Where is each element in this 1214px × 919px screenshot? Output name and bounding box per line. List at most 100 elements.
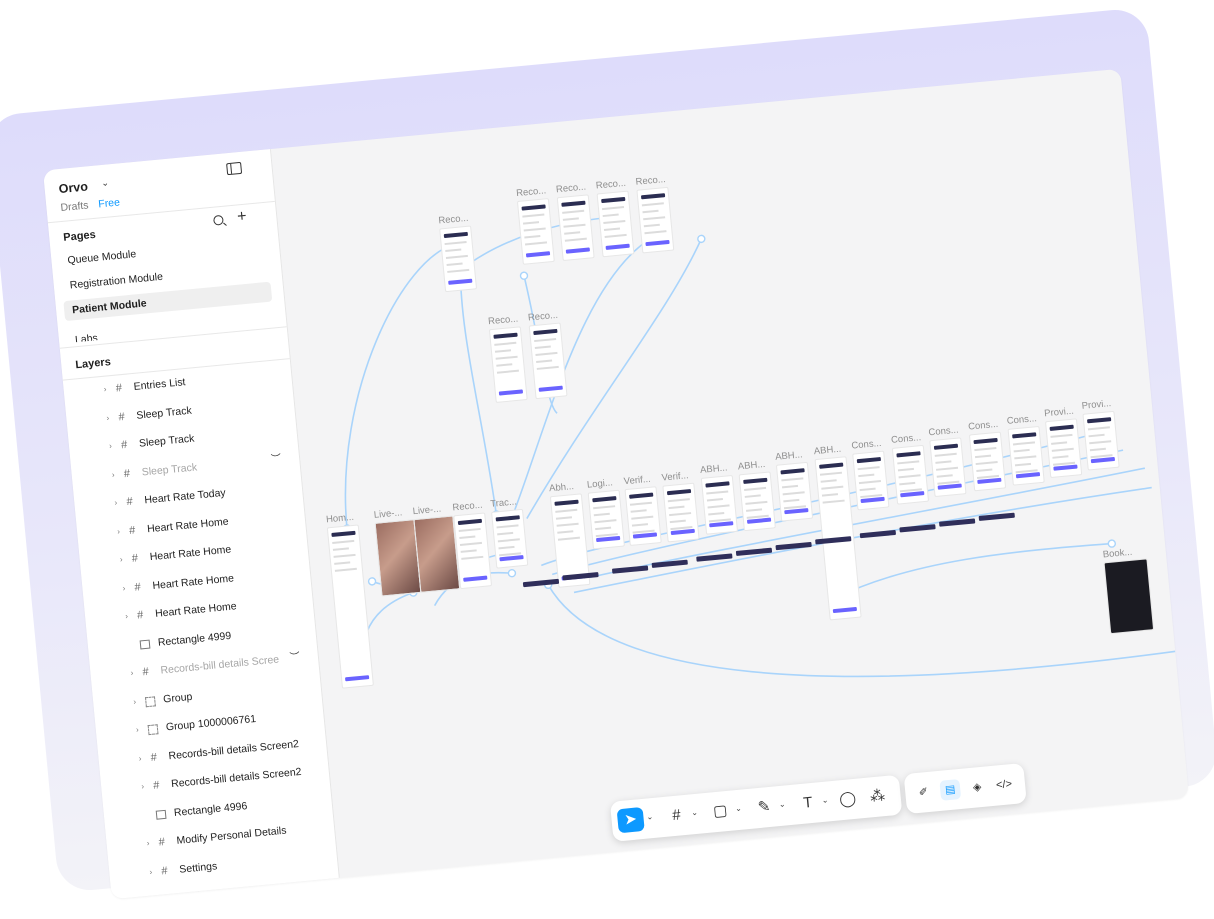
shape-tool-button[interactable]: ▢ — [706, 798, 734, 824]
prototype-mode-button[interactable]: ◈ — [966, 776, 988, 798]
screen-line — [534, 337, 557, 343]
screen-line — [859, 487, 876, 492]
chevron-right-icon[interactable]: › — [148, 866, 153, 877]
screen-frame[interactable] — [1103, 558, 1155, 635]
drafts-link[interactable]: Drafts — [60, 199, 90, 215]
frame-tool-button[interactable]: # — [662, 803, 690, 829]
screen-line — [497, 531, 514, 536]
layer-name: Rectangle 4999 — [157, 629, 232, 649]
screen-frame[interactable] — [738, 471, 776, 532]
connector-line[interactable] — [364, 591, 417, 633]
screen-frame[interactable] — [587, 489, 625, 550]
chevron-down-icon[interactable]: ⌄ — [821, 795, 829, 806]
connector-node[interactable] — [507, 568, 517, 578]
chevron-down-icon[interactable]: ⌄ — [100, 177, 110, 189]
chevron-right-icon[interactable]: › — [146, 838, 150, 848]
screen-line — [557, 536, 580, 541]
screen-header — [743, 477, 768, 484]
screen-frame[interactable] — [852, 450, 890, 511]
layer-name: Records-bill details Screen2 — [170, 765, 302, 791]
connector-line[interactable] — [502, 238, 726, 519]
screen-frame[interactable] — [1045, 418, 1083, 479]
chevron-right-icon[interactable]: › — [138, 753, 142, 763]
screen-frame[interactable] — [596, 190, 635, 258]
draw-mode-button[interactable]: ✐ — [912, 782, 934, 804]
screen-frame[interactable] — [700, 474, 739, 535]
screen-frame[interactable] — [929, 437, 967, 498]
screen-frame[interactable] — [891, 444, 930, 505]
chevron-right-icon[interactable]: › — [116, 526, 121, 536]
screen-frame[interactable] — [968, 431, 1007, 492]
chevron-down-icon[interactable]: ⌄ — [778, 799, 786, 810]
screen-line — [333, 553, 356, 558]
screen-frame[interactable] — [439, 225, 478, 293]
screen-line — [745, 500, 768, 505]
connector-line[interactable] — [547, 526, 1183, 712]
screen-line — [858, 473, 875, 478]
screen-frame[interactable] — [516, 198, 555, 265]
connector-node[interactable] — [1107, 539, 1117, 548]
chevron-right-icon[interactable]: › — [135, 725, 140, 735]
comment-tool-button[interactable]: ◯ — [834, 786, 862, 812]
screen-line — [496, 369, 519, 374]
chevron-right-icon[interactable]: › — [111, 469, 115, 479]
screen-header — [521, 204, 546, 211]
chevron-right-icon[interactable]: › — [108, 441, 113, 451]
design-mode-button[interactable]: ▤ — [939, 779, 962, 801]
sidebar-toggle-icon[interactable] — [226, 161, 243, 176]
screen-frame[interactable] — [491, 508, 529, 569]
connector-line[interactable] — [833, 542, 1114, 599]
screen-line — [821, 485, 844, 490]
screen-line — [1052, 455, 1069, 459]
chevron-right-icon[interactable]: › — [130, 668, 134, 678]
chevron-right-icon[interactable]: › — [119, 554, 123, 565]
text-tool-button[interactable]: T — [794, 790, 822, 816]
eye-closed-icon[interactable]: ︶ — [289, 651, 300, 664]
add-page-icon[interactable]: + — [236, 207, 248, 226]
chevron-right-icon[interactable]: › — [140, 781, 145, 791]
screen-line — [974, 447, 997, 452]
screen-frame[interactable] — [1082, 410, 1120, 471]
chevron-down-icon[interactable]: ⌄ — [690, 807, 699, 818]
connector-node[interactable] — [519, 271, 529, 280]
screen-frame[interactable] — [528, 322, 568, 400]
pen-tool-button[interactable]: ✎ — [750, 794, 778, 820]
screen-line — [460, 549, 477, 553]
connector-line[interactable] — [321, 243, 481, 529]
chevron-right-icon[interactable]: › — [124, 611, 129, 621]
chevron-right-icon[interactable]: › — [103, 384, 107, 394]
screen-button — [645, 239, 670, 247]
screen-frame[interactable] — [413, 515, 461, 593]
chevron-down-icon[interactable]: ⌄ — [646, 811, 654, 822]
connector-node[interactable] — [367, 577, 377, 586]
screen-frame[interactable] — [636, 186, 675, 254]
chevron-right-icon[interactable]: › — [114, 498, 118, 508]
chevron-down-icon[interactable]: ⌄ — [734, 803, 743, 814]
chevron-right-icon[interactable]: › — [106, 412, 110, 423]
connector-line[interactable] — [458, 261, 498, 516]
chevron-right-icon[interactable]: › — [151, 891, 156, 899]
connector-node[interactable] — [697, 234, 706, 244]
chevron-right-icon[interactable]: › — [122, 583, 126, 593]
screen-frame[interactable] — [624, 486, 662, 546]
screen-frame[interactable] — [488, 326, 528, 403]
screen-frame[interactable] — [453, 512, 493, 590]
dev-mode-button[interactable]: </> — [993, 774, 1015, 796]
actions-tool-button[interactable]: ⁂ — [864, 784, 892, 810]
screen-header — [780, 468, 805, 475]
search-icon[interactable] — [212, 214, 224, 226]
design-canvas[interactable]: Reco...Reco...Reco...Reco...Reco...Reco.… — [271, 69, 1189, 878]
rectangle-icon — [155, 809, 167, 820]
screen-frame[interactable] — [1007, 425, 1045, 486]
move-tool-button[interactable]: ➤ — [616, 806, 645, 834]
chevron-right-icon[interactable]: › — [132, 696, 137, 706]
project-name[interactable]: Orvo — [58, 179, 89, 197]
frame-icon: # — [123, 467, 131, 480]
screen-frame[interactable] — [662, 482, 700, 543]
screen-header — [819, 462, 844, 469]
frame-label[interactable]: Abh... — [548, 480, 575, 495]
eye-closed-icon[interactable]: ︶ — [270, 453, 281, 465]
screen-frame[interactable] — [775, 461, 814, 522]
screen-frame[interactable] — [556, 194, 595, 262]
screen-line — [975, 460, 998, 466]
